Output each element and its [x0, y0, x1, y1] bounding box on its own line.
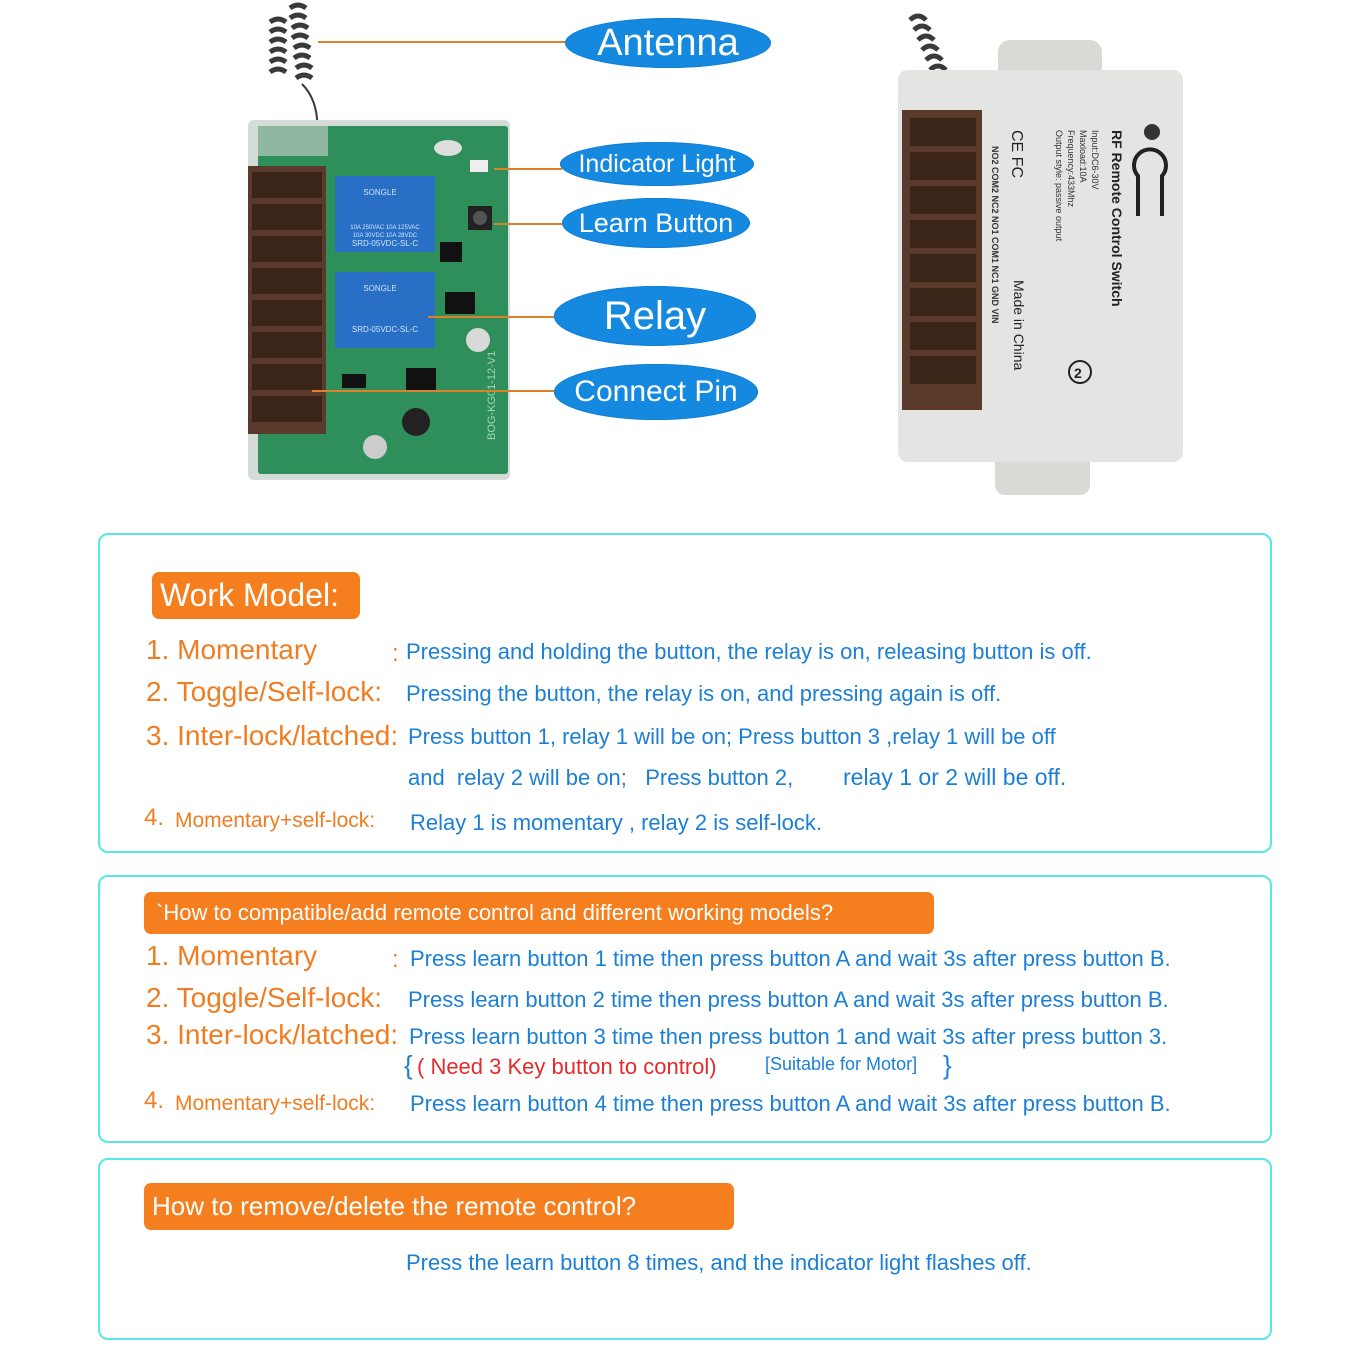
antenna-callout: Antenna	[565, 18, 771, 68]
compatible-brace-open: {	[404, 1050, 413, 1080]
compatible-label-4: Momentary+self-lock:	[175, 1092, 376, 1115]
case-indicator-led	[1144, 124, 1160, 140]
remove-desc: Press the learn button 8 times, and the …	[406, 1250, 1032, 1275]
work-model-label-1: 1. Momentary	[146, 634, 318, 665]
work-model-label-3: 3. Inter-lock/latched:	[146, 720, 399, 751]
work-model-num-4: 4.	[144, 804, 165, 831]
case-maxload-text: Maxload:10A	[1078, 130, 1088, 183]
pcb-code-text: BOG-KG01-12-V1	[486, 351, 498, 440]
case-title-text: RF Remote Control Switch	[1109, 130, 1125, 307]
antenna-callout-label: Antenna	[597, 21, 739, 64]
relay-callout-label: Relay	[603, 293, 707, 338]
compatible-desc-3: Press learn button 3 time then press but…	[409, 1024, 1168, 1049]
work-model-label-2: 2. Toggle/Self-lock:	[146, 676, 383, 707]
indicator-leader-line	[494, 168, 562, 170]
compatible-num-4: 4.	[144, 1087, 165, 1114]
indicator-light-callout: Indicator Light	[560, 142, 754, 186]
relay-2	[335, 272, 435, 348]
connect-pin-leader-line	[312, 390, 556, 392]
work-model-desc-3: Press button 1, relay 1 will be on; Pres…	[408, 724, 1056, 749]
compatible-suitable-note: [Suitable for Motor]	[765, 1054, 918, 1074]
compatible-header: `How to compatible/add remote control an…	[144, 892, 934, 934]
case-output-text: Output style: passive output	[1054, 130, 1064, 242]
compatible-colon-1: :	[392, 946, 399, 973]
learn-button-callout-label: Learn Button	[578, 207, 734, 238]
relay-rating-text: 10A 250VAC 10A 125VAC	[350, 225, 420, 231]
work-model-label-4: Momentary+self-lock:	[175, 809, 376, 832]
indicator-led	[470, 160, 488, 172]
work-model-desc-1: Pressing and holding the button, the rel…	[406, 639, 1092, 664]
remove-header-label: How to remove/delete the remote control?	[152, 1191, 637, 1221]
pcb-board-image: SONGLE 10A 250VAC 10A 125VAC 10A 30VDC 1…	[248, 2, 510, 480]
case-input-text: Input:DC6-30V	[1090, 130, 1100, 190]
relay-brand-text: SONGLE	[363, 188, 396, 197]
compatible-brace-close: }	[943, 1050, 952, 1080]
connect-pin-callout: Connect Pin	[554, 364, 758, 420]
compatible-header-label: `How to compatible/add remote control an…	[156, 900, 834, 925]
relay-callout: Relay	[554, 286, 756, 346]
work-model-desc-3c: relay 1 or 2 will be off.	[843, 764, 1067, 790]
relay-rating-text-2: 10A 30VDC 10A 28VDC	[353, 233, 418, 239]
case-channel-text: 2	[1074, 365, 1082, 381]
work-model-desc-4: Relay 1 is momentary , relay 2 is self-l…	[410, 810, 823, 835]
compatible-desc-1: Press learn button 1 time then press but…	[410, 946, 1171, 971]
case-made-in-text: Made in China	[1011, 280, 1027, 370]
relay-model-text-2: SRD-05VDC-SL-C	[352, 325, 418, 334]
case-marks-text: CE FC	[1008, 130, 1025, 178]
antenna-leader-line	[318, 41, 568, 43]
relay-leader-line	[428, 316, 556, 318]
compatible-need-note: ( Need 3 Key button to control)	[417, 1054, 717, 1079]
case-pins-text: NO2 COM2 NC2 NO1 COM1 NC1 GND VIN	[990, 146, 1000, 324]
learn-button-leader-line	[494, 223, 562, 225]
work-model-desc-3b: and relay 2 will be on; Press button 2,	[408, 765, 794, 790]
switch-enclosure-image: RF Remote Control Switch Input:DC6-30V M…	[898, 13, 1183, 495]
compatible-label-2: 2. Toggle/Self-lock:	[146, 982, 383, 1013]
case-frequency-text: Frequency:433Mhz	[1066, 130, 1076, 208]
indicator-light-callout-label: Indicator Light	[578, 149, 736, 178]
compatible-desc-4: Press learn button 4 time then press but…	[410, 1091, 1171, 1116]
work-model-desc-2: Pressing the button, the relay is on, an…	[406, 681, 1002, 706]
compatible-label-1: 1. Momentary	[146, 940, 318, 971]
work-model-header-label: Work Model:	[160, 577, 340, 613]
relay-1	[335, 176, 435, 252]
compatible-label-3: 3. Inter-lock/latched:	[146, 1019, 399, 1050]
relay-brand-text-2: SONGLE	[363, 284, 396, 293]
compatible-desc-2: Press learn button 2 time then press but…	[408, 987, 1169, 1012]
work-model-header: Work Model:	[152, 572, 360, 619]
work-model-colon-1: :	[392, 640, 399, 667]
relay-model-text: SRD-05VDC-SL-C	[352, 239, 418, 248]
learn-button-callout: Learn Button	[562, 198, 750, 248]
connect-pin-callout-label: Connect Pin	[574, 375, 738, 408]
remove-header: How to remove/delete the remote control?	[144, 1183, 734, 1230]
